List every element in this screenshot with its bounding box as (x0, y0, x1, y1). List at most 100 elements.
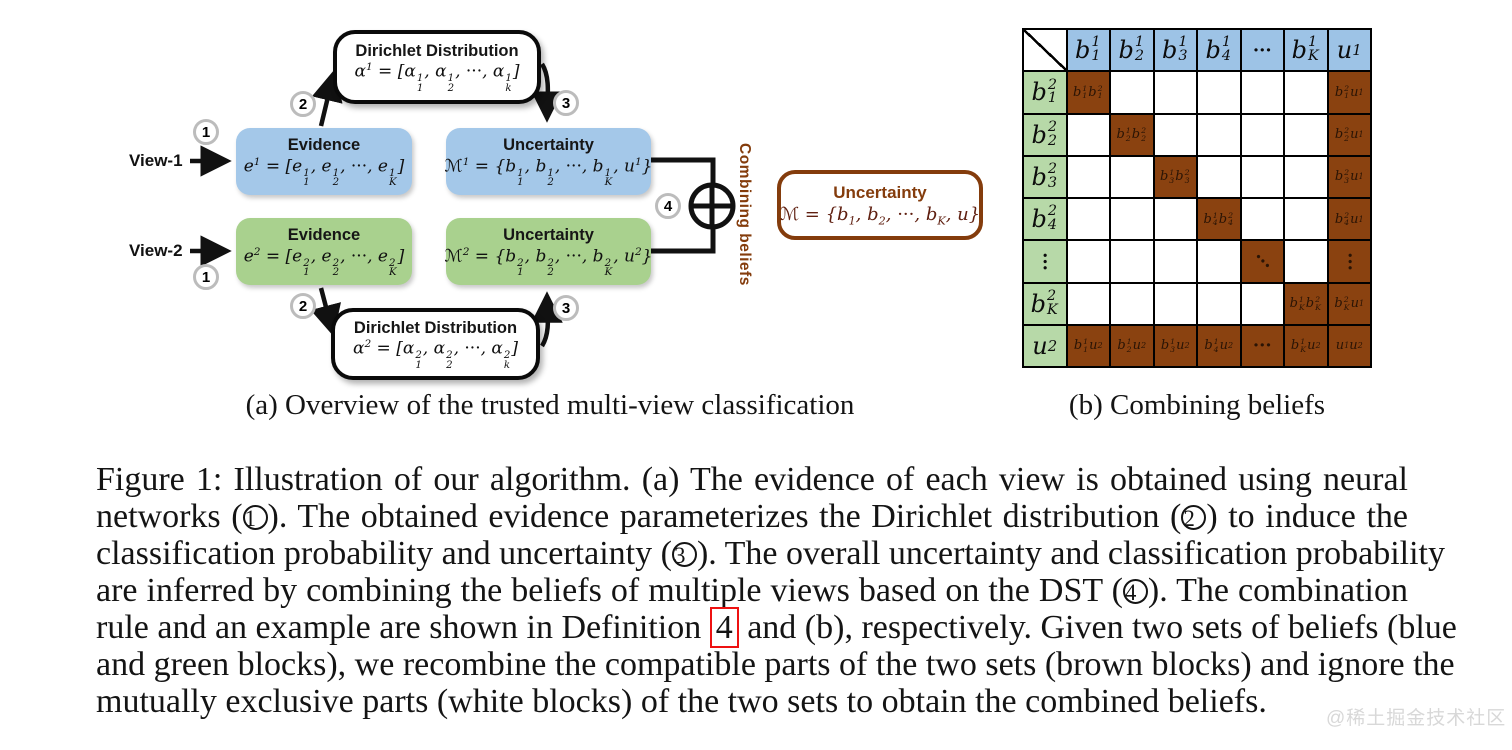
step-badge-2-view1: 2 (290, 91, 316, 117)
caption-line: mutually exclusive parts (white blocks) … (96, 683, 1267, 720)
caption-line: Figure 1: Illustration of our algorithm.… (96, 461, 1408, 498)
caption-line: classification probability and uncertain… (96, 535, 1446, 572)
matrix-cell (1066, 240, 1110, 283)
matrix-cell (1153, 113, 1197, 156)
matrix-cell (1153, 282, 1197, 325)
combining-beliefs-label: Combining beliefs (736, 143, 753, 286)
step-badge-2-view2: 2 (290, 293, 316, 319)
connector-uncertainty1-to-plus (651, 157, 716, 183)
figure-caption: Figure 1: Illustration of our algorithm.… (96, 461, 1457, 720)
matrix-cell (1197, 240, 1241, 283)
matrix-cell (1240, 113, 1284, 156)
matrix-cell (1153, 71, 1197, 114)
matrix-cell (1153, 198, 1197, 241)
step-badge-1-view2: 1 (193, 264, 219, 290)
caption-line: and green blocks), we recombine the comp… (96, 646, 1455, 683)
matrix-cell (1066, 198, 1110, 241)
combine-circle-icon (688, 182, 736, 230)
matrix-cell (1110, 71, 1154, 114)
panel-b-caption: (b) Combining beliefs (1068, 389, 1326, 421)
circled-step-number: 2 (1181, 505, 1207, 530)
matrix-cell (1240, 198, 1284, 241)
plus-icon (691, 185, 733, 227)
step-badge-1-view1: 1 (193, 119, 219, 145)
matrix-cell: ··· (1240, 240, 1284, 283)
watermark: @稀土掘金技术社区 (1326, 708, 1507, 729)
connector-uncertainty2-to-plus (651, 229, 716, 254)
matrix-cell: ··· (1327, 240, 1371, 283)
matrix-col-header: ··· (1240, 29, 1284, 72)
box-title: Dirichlet Distribution (353, 318, 518, 337)
box-title: Uncertainty (833, 183, 927, 203)
matrix-cell (1066, 282, 1110, 325)
circled-step-number: 3 (671, 542, 697, 567)
matrix-cell (1110, 155, 1154, 198)
caption-line: rule and an example are shown in Definit… (96, 607, 1457, 648)
matrix-cell (1284, 113, 1328, 156)
box-title: Uncertainty (503, 226, 594, 245)
matrix-cell (1197, 155, 1241, 198)
box-formula: ℳ = {b1, b2, ···, bK, u} (779, 203, 981, 228)
definition-ref-box: 4 (709, 607, 739, 648)
matrix-cell (1284, 155, 1328, 198)
matrix-cell (1197, 113, 1241, 156)
circled-step-number: 4 (1122, 579, 1148, 604)
view-2-label: View-2 (129, 241, 183, 260)
matrix-corner-cell (1023, 29, 1067, 72)
panel-a-caption: (a) Overview of the trusted multi-view c… (245, 389, 855, 421)
matrix-row-header: ··· (1023, 240, 1067, 283)
matrix-cell (1240, 282, 1284, 325)
box-title: Uncertainty (503, 136, 594, 155)
matrix-cell (1110, 282, 1154, 325)
circled-step-number: 1 (242, 505, 268, 530)
matrix-cell: ··· (1240, 324, 1284, 367)
step-badge-4: 4 (655, 193, 681, 219)
caption-line: are inferred by combining the beliefs of… (96, 572, 1408, 609)
matrix-cell (1284, 71, 1328, 114)
matrix-cell (1110, 198, 1154, 241)
combined-uncertainty-box: Uncertainty ℳ = {b1, b2, ···, bK, u} (777, 170, 983, 240)
box-title: Evidence (287, 226, 361, 245)
arrow-dirichlet1-to-uncertainty1 (531, 62, 563, 123)
matrix-cell (1197, 282, 1241, 325)
matrix-cell (1197, 71, 1241, 114)
step-badge-3-view1: 3 (553, 90, 579, 116)
matrix-cell (1284, 198, 1328, 241)
matrix-cell (1066, 155, 1110, 198)
box-title: Evidence (287, 136, 361, 155)
